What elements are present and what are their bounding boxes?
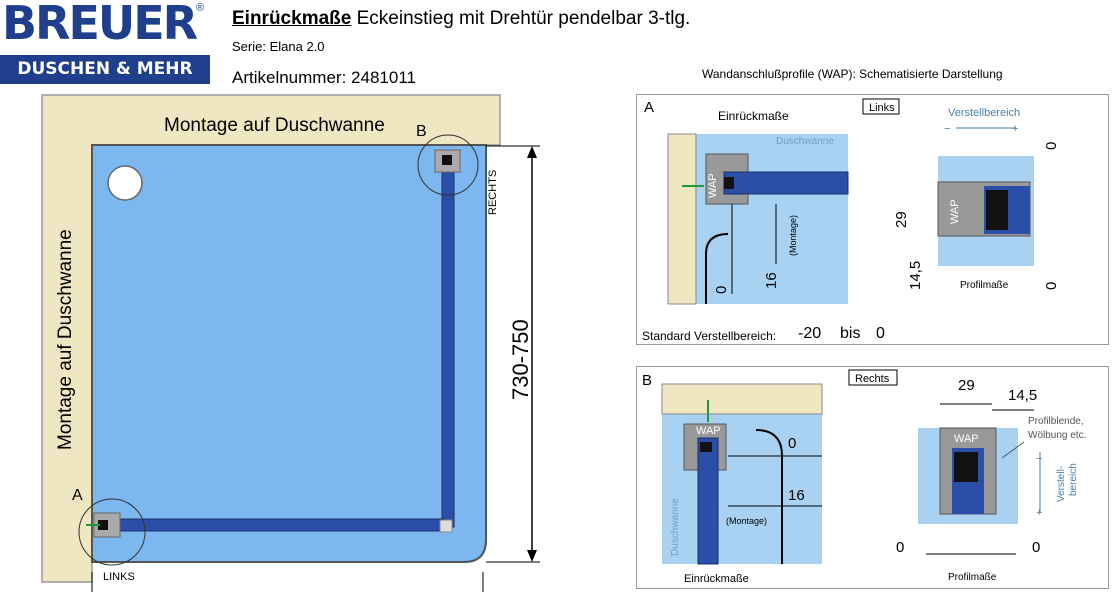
corner-block (439, 519, 453, 533)
a-dim-0: 0 (713, 286, 730, 294)
left-label: Montage auf Duschwanne (55, 229, 76, 450)
a-dim-16: 16 (763, 272, 780, 289)
b-schema-wap-label: WAP (954, 433, 979, 445)
a-duschwanne: Duschwanne (776, 136, 834, 147)
b-profilmasse: Profilmaße (948, 572, 997, 583)
panel-b-letter: B (642, 372, 652, 389)
wap-b-core (442, 155, 452, 165)
artikel-value: 2481011 (351, 68, 416, 87)
b-duschwanne: Duschwanne (670, 498, 681, 556)
dim-arrow-top (527, 146, 537, 158)
a-wap-label: WAP (707, 173, 719, 198)
circle-b (417, 134, 479, 196)
b-schema-core (954, 452, 978, 482)
a-wap-core (724, 177, 734, 189)
panel-a-side: Links (869, 102, 895, 114)
panel-b-side: Rechts (855, 373, 890, 385)
b-profile (697, 437, 719, 565)
a-verstell-minus: − (944, 123, 950, 135)
artikel-line: Artikelnummer: 2481011 (232, 68, 416, 88)
b-dim-14-5: 14,5 (1008, 387, 1037, 404)
b-verstell-label-1: Verstell- (1056, 466, 1067, 502)
a-schema-wap-label: WAP (949, 199, 961, 224)
b-verstell-plus: + (1036, 507, 1042, 519)
panel-a-side-box (862, 98, 900, 115)
panel-a-letter: A (644, 99, 654, 116)
b-dim-0: 0 (788, 435, 796, 452)
wap-title: Wandanschlußprofile (WAP): Schematisiert… (702, 67, 1003, 81)
b-wall (661, 383, 823, 415)
b-einrueckmasse: Einrückmaße (684, 573, 749, 585)
a-standard-from: -20 (798, 325, 821, 342)
a-dim-14-5: 14,5 (907, 261, 924, 290)
dimension-label: 730-750 (508, 319, 533, 400)
panel-b: B Rechts WAP Duschwanne (Montage) 0 16 E… (636, 366, 1109, 589)
logo-brand: BREUER (2, 0, 198, 50)
serie-value: Elana 2.0 (269, 39, 325, 54)
top-label: Montage auf Duschwanne (164, 115, 385, 136)
b-dim-0-left: 0 (896, 539, 904, 556)
a-standard-label: Standard Verstellbereich: (642, 329, 776, 343)
links-label: LINKS (103, 571, 135, 583)
title-bold: Einrückmaße (232, 8, 352, 29)
artikel-label: Artikelnummer: (232, 68, 347, 87)
a-verstell-plus: + (1012, 123, 1018, 135)
serie-line: Serie: Elana 2.0 (232, 39, 325, 54)
logo-registered: ® (196, 2, 205, 14)
b-wap-label: WAP (696, 425, 721, 437)
drain-icon (107, 165, 143, 201)
page-title: Einrückmaße Eckeinstieg mit Drehtür pend… (232, 8, 690, 30)
right-profile (441, 164, 455, 528)
shower-tray (91, 144, 487, 563)
a-wall (667, 133, 697, 305)
corner-b-letter: B (416, 123, 427, 140)
a-schema-core (986, 190, 1008, 230)
a-dim-29: 29 (893, 211, 910, 228)
rechts-label: RECHTS (487, 170, 499, 215)
b-dim-0-right: 0 (1032, 539, 1040, 556)
panel-a: A Einrückmaße Links Duschwanne WAP (Mont… (636, 94, 1109, 345)
b-dim-29: 29 (958, 377, 975, 394)
b-verstell-label-2: bereich (1068, 463, 1079, 496)
a-tray-curve (705, 233, 729, 304)
logo-subtitle: DUSCHEN & MEHR (0, 55, 210, 84)
panel-b-side-box (848, 369, 898, 386)
panel-a-einrueck: Einrückmaße (718, 109, 789, 123)
wap-a-core (98, 520, 108, 530)
a-dim-0-top: 0 (1043, 142, 1060, 150)
a-profilmasse: Profilmaße (960, 280, 1009, 291)
serie-label: Serie: (232, 39, 266, 54)
a-standard-bis: bis (840, 325, 860, 342)
a-dim-0-bottom: 0 (1043, 282, 1060, 290)
b-wap-core (700, 442, 712, 452)
title-rest: Eckeinstieg mit Drehtür pendelbar 3-tlg. (351, 8, 691, 29)
bottom-profile (99, 518, 445, 532)
b-dim-16: 16 (788, 487, 805, 504)
b-verstell-minus: − (1036, 453, 1042, 465)
dim-arrow-bottom (527, 550, 537, 562)
b-montage: (Montage) (726, 516, 767, 526)
corner-a-letter: A (72, 487, 83, 504)
a-verstellbereich: Verstellbereich (948, 107, 1020, 119)
b-woelbung: Wölbung etc. (1028, 430, 1086, 441)
a-montage: (Montage) (788, 215, 798, 256)
circle-a (78, 498, 146, 566)
breuer-logo: BREUER ® DUSCHEN & MEHR (0, 0, 214, 84)
a-standard-to: 0 (876, 325, 885, 342)
a-profile (723, 171, 849, 195)
a-tray-area (668, 134, 848, 304)
b-profilblende: Profilblende, (1028, 416, 1084, 427)
b-profilblende-pointer (1001, 441, 1025, 459)
